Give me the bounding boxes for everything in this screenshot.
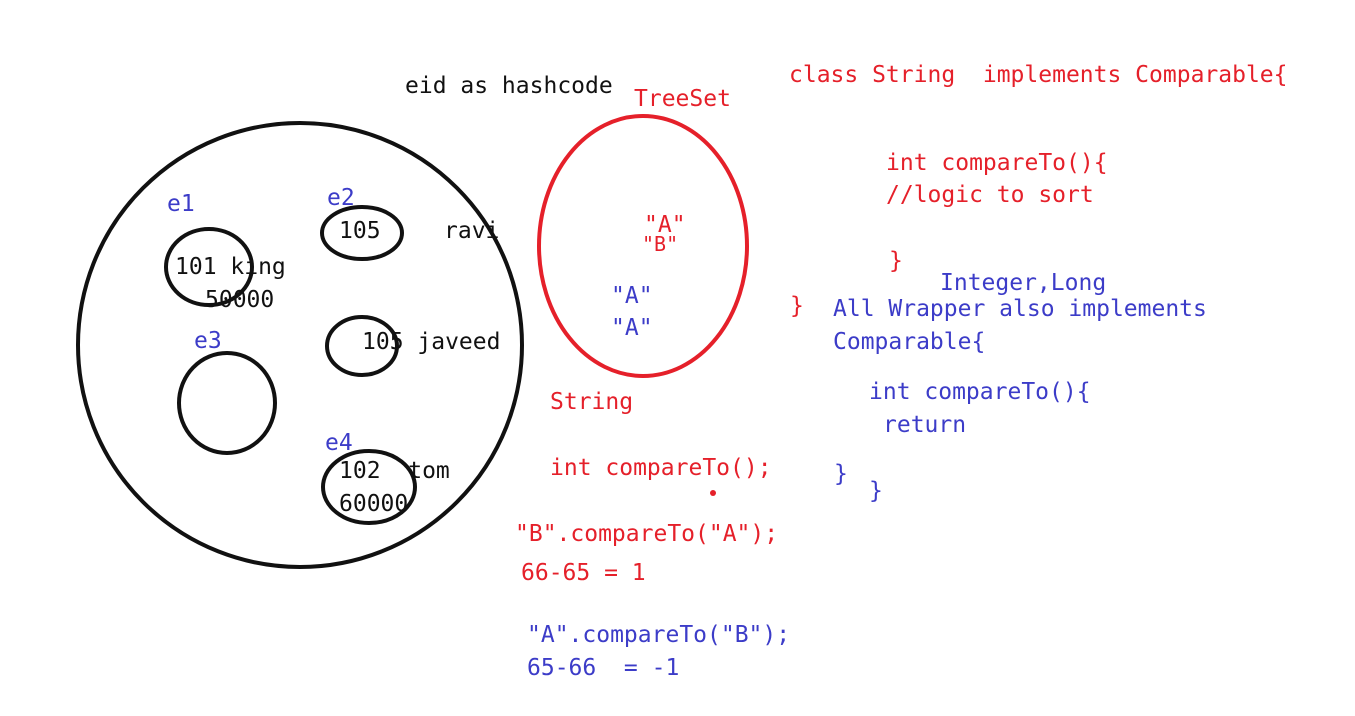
compare-example-1: "B".compareTo("A"); <box>515 521 779 547</box>
bucket-e2-label: e2 <box>327 185 355 211</box>
bucket-e1-line2: 50000 <box>205 287 275 313</box>
treeset-title: TreeSet <box>634 86 731 112</box>
string-class-method: int compareTo(){ <box>886 150 1108 176</box>
bucket-e1-line1: 101 king <box>175 254 286 280</box>
wrapper-line1: All Wrapper also implements <box>833 296 1207 322</box>
bucket-e3-oval <box>177 351 277 455</box>
bucket-e4-line1: 102 tom <box>339 458 450 484</box>
bucket-e2-outside: ravi <box>444 218 500 244</box>
string-class-inner-close: } <box>889 248 903 274</box>
treeset-item-1: "A" <box>644 212 686 238</box>
treeset-item-3: "A" <box>611 283 653 309</box>
compare-result-2: 65-66 = -1 <box>527 655 680 681</box>
wrapper-inner-close: } <box>834 461 848 487</box>
string-title: String <box>550 389 634 415</box>
string-class-outer-close: } <box>790 293 804 319</box>
hashcode-note: eid as hashcode <box>405 73 613 99</box>
string-class-comment: //logic to sort <box>886 182 1094 208</box>
compare-example-2: "A".compareTo("B"); <box>527 622 791 648</box>
bucket-e4-label: e4 <box>325 430 353 456</box>
wrapper-types: Integer,Long <box>940 270 1107 296</box>
wrapper-line2: Comparable{ <box>833 329 986 355</box>
red-dot <box>710 490 716 496</box>
bucket-e4-line2: 60000 <box>339 491 409 517</box>
bucket-e1-label: e1 <box>167 191 195 217</box>
wrapper-outer-close: } <box>869 478 883 504</box>
bucket-e3-label: e3 <box>194 328 222 354</box>
compare-result-1: 66-65 = 1 <box>521 560 646 586</box>
bucket-e2-oval <box>320 205 404 261</box>
bucket-javeed-line1: 105 javeed <box>362 329 501 355</box>
string-class-header: class String implements Comparable{ <box>789 62 1288 88</box>
string-method: int compareTo(); <box>550 455 772 481</box>
wrapper-body: return <box>883 412 967 438</box>
treeset-item-4: "A" <box>611 315 653 341</box>
treeset-oval <box>537 114 749 378</box>
bucket-e4-oval <box>321 449 417 525</box>
bucket-e1-oval <box>164 227 254 307</box>
wrapper-method: int compareTo(){ <box>869 379 1091 405</box>
bucket-javeed-oval <box>325 315 399 377</box>
treeset-item-2: "B" <box>642 232 679 256</box>
hashset-circle <box>76 121 524 569</box>
bucket-e2-line1: 105 <box>339 218 381 244</box>
